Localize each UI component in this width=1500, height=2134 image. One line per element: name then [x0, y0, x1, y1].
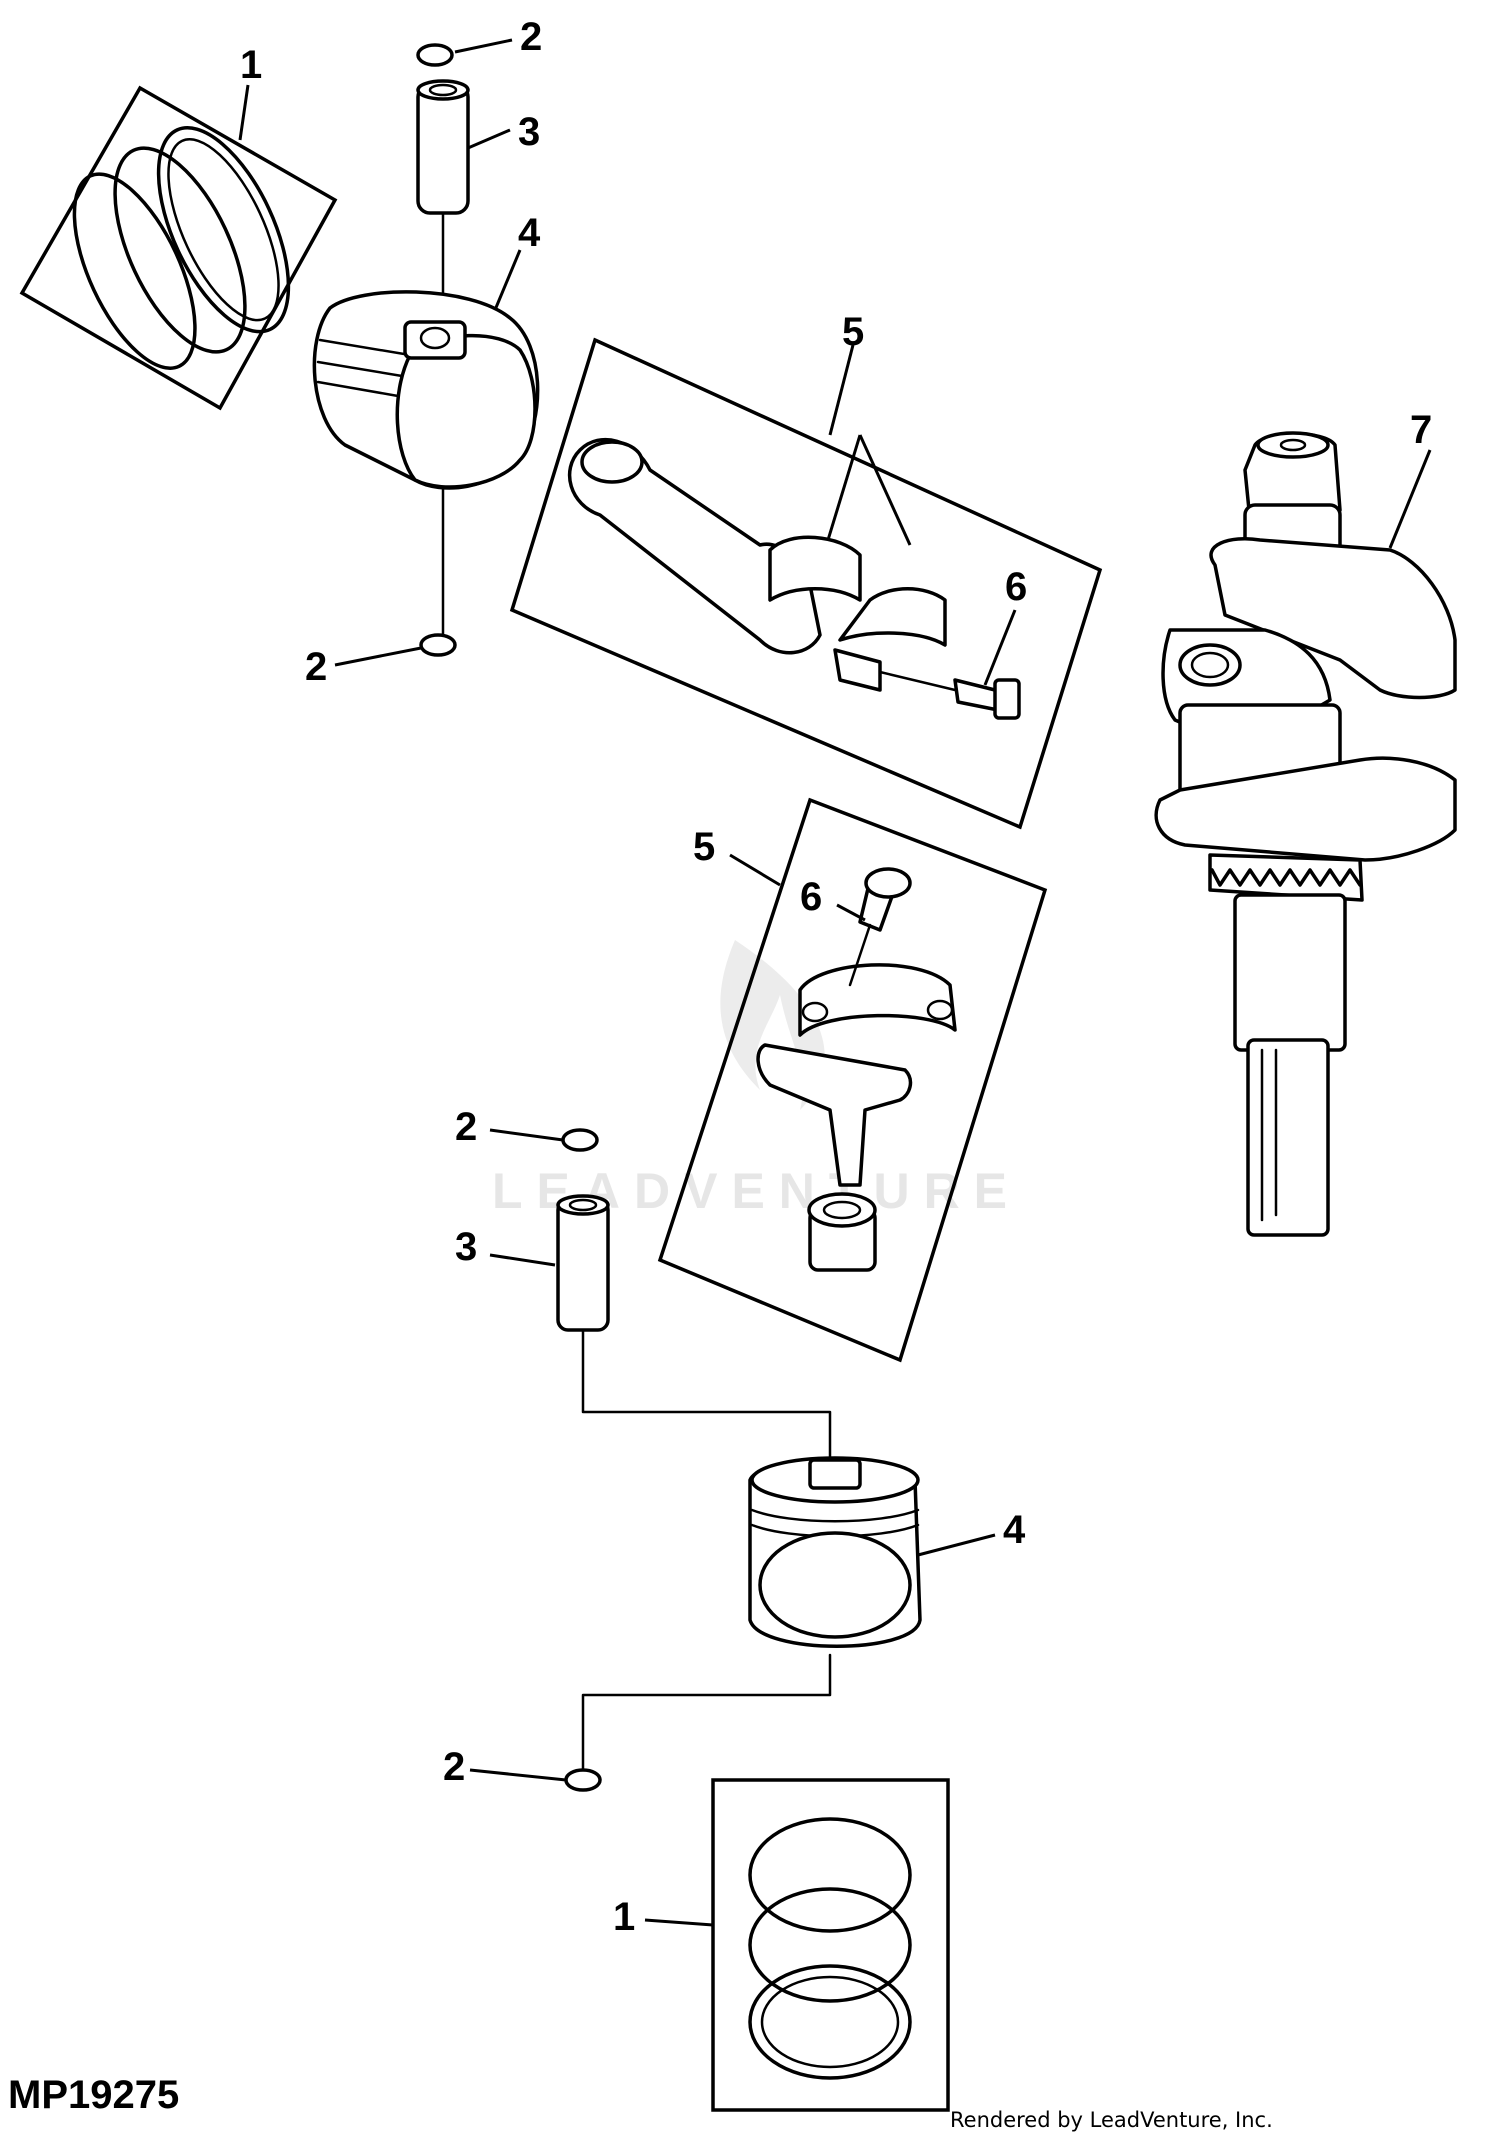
piston-rings-lower — [711, 1778, 950, 2112]
callout-rings-lower: 1 — [613, 1895, 635, 1939]
rod-bolt-lower — [848, 867, 912, 987]
retainer-ring-lower-bottom — [564, 1768, 602, 1792]
callout-leaders — [238, 38, 1432, 1927]
callout-retainer-lower-bottom: 2 — [443, 1745, 465, 1789]
rod-frame-lower — [657, 797, 1048, 1363]
crankshaft — [1154, 431, 1457, 1237]
callout-pin-lower: 3 — [455, 1225, 477, 1269]
retainer-ring-lower-top — [561, 1128, 599, 1152]
callout-rings-upper: 1 — [240, 43, 262, 87]
rod-frame-upper — [509, 337, 1103, 830]
callout-retainer-upper-top: 2 — [520, 15, 542, 59]
callout-pin-upper: 3 — [518, 110, 540, 154]
retainer-ring-upper-top — [416, 43, 454, 67]
rod-bolt-upper — [953, 678, 1021, 720]
piston-upper — [312, 290, 540, 490]
assembly-axis-lower — [581, 1328, 832, 1462]
callout-rod-lower: 5 — [693, 825, 715, 869]
retainer-ring-upper-bottom — [419, 633, 457, 657]
watermark-flame-icon — [720, 940, 825, 1110]
callout-crankshaft: 7 — [1410, 408, 1432, 452]
connecting-rod-upper — [509, 337, 1103, 830]
piston-pin-upper — [416, 79, 470, 215]
figure-id: MP19275 — [8, 2073, 179, 2117]
render-credit: Rendered by LeadVenture, Inc. — [950, 2108, 1273, 2132]
piston-lower — [748, 1456, 922, 1648]
assembly-axis-lower-2 — [581, 1653, 832, 1772]
callout-piston-lower: 4 — [1003, 1508, 1026, 1552]
rings-frame-upper — [19, 85, 338, 411]
callout-retainer-lower-top: 2 — [455, 1105, 477, 1149]
piston-pin-lower — [556, 1194, 610, 1332]
piston-rings-upper — [19, 85, 338, 411]
callout-retainer-upper-bottom: 2 — [305, 645, 327, 689]
callout-bolt-upper: 6 — [1005, 565, 1027, 609]
callout-rod-upper: 5 — [842, 310, 864, 354]
callout-bolt-lower: 6 — [800, 875, 822, 919]
callout-piston-upper: 4 — [518, 211, 541, 255]
rings-frame-lower — [711, 1778, 950, 2112]
connecting-rod-lower — [657, 797, 1048, 1363]
